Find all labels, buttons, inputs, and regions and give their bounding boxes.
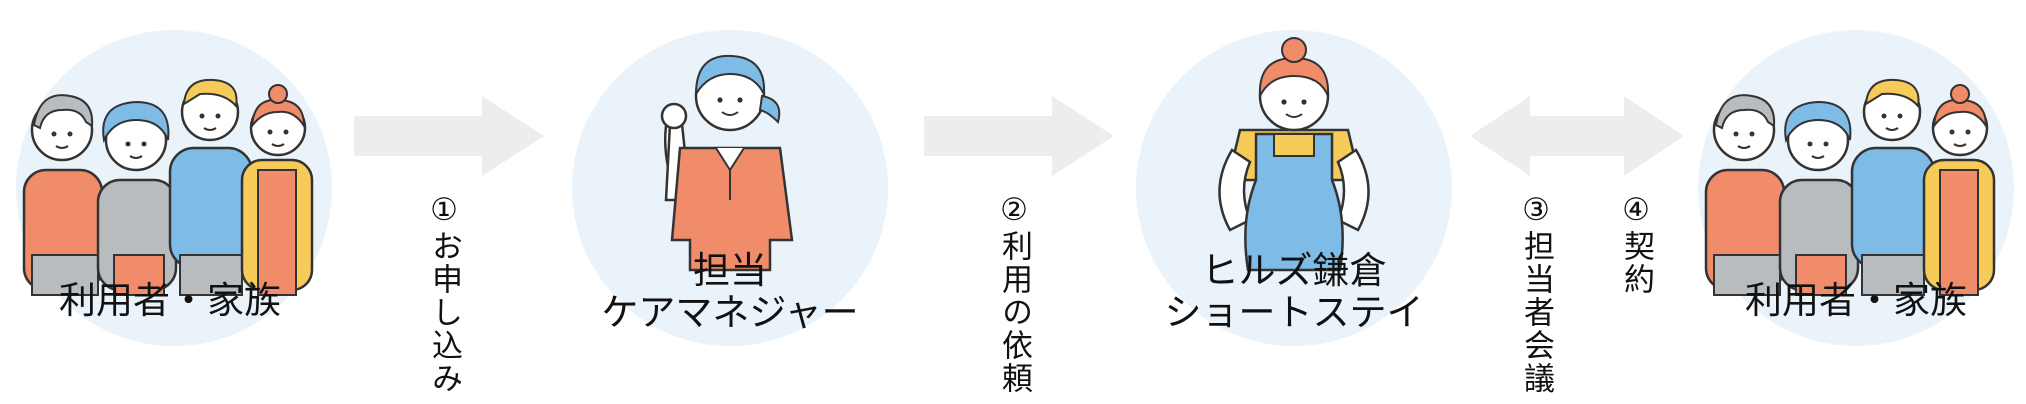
family-label: 利用者・家族	[59, 279, 281, 322]
care-manager-icon	[660, 54, 794, 272]
short-stay-node: ヒルズ鎌倉 ショートステイ	[1134, 30, 1454, 350]
care-manager-node: 担当 ケアマネジャー	[570, 30, 890, 350]
step-apply: ①お申し込み	[426, 192, 462, 395]
short-stay-label-2: ショートステイ	[1164, 291, 1424, 334]
family-group-icon	[1704, 78, 1996, 296]
step-request: ②利用の依頼	[996, 192, 1032, 395]
arrow-right-1	[354, 96, 544, 176]
staff-apron-icon	[1218, 37, 1370, 272]
care-manager-label-2: ケアマネジャー	[601, 291, 859, 334]
arrow-right-2	[924, 96, 1114, 176]
arrow-double	[1470, 96, 1684, 176]
family-group-icon	[22, 78, 314, 296]
step-contract: ④契約	[1618, 192, 1654, 296]
family-node-right: 利用者・家族	[1696, 30, 2016, 350]
short-stay-label-1: ヒルズ鎌倉	[1201, 249, 1387, 292]
family-label: 利用者・家族	[1745, 279, 1967, 322]
step-meeting: ③担当者会議	[1518, 192, 1554, 395]
care-manager-label-1: 担当	[693, 249, 767, 292]
family-node-left: 利用者・家族	[10, 30, 332, 350]
